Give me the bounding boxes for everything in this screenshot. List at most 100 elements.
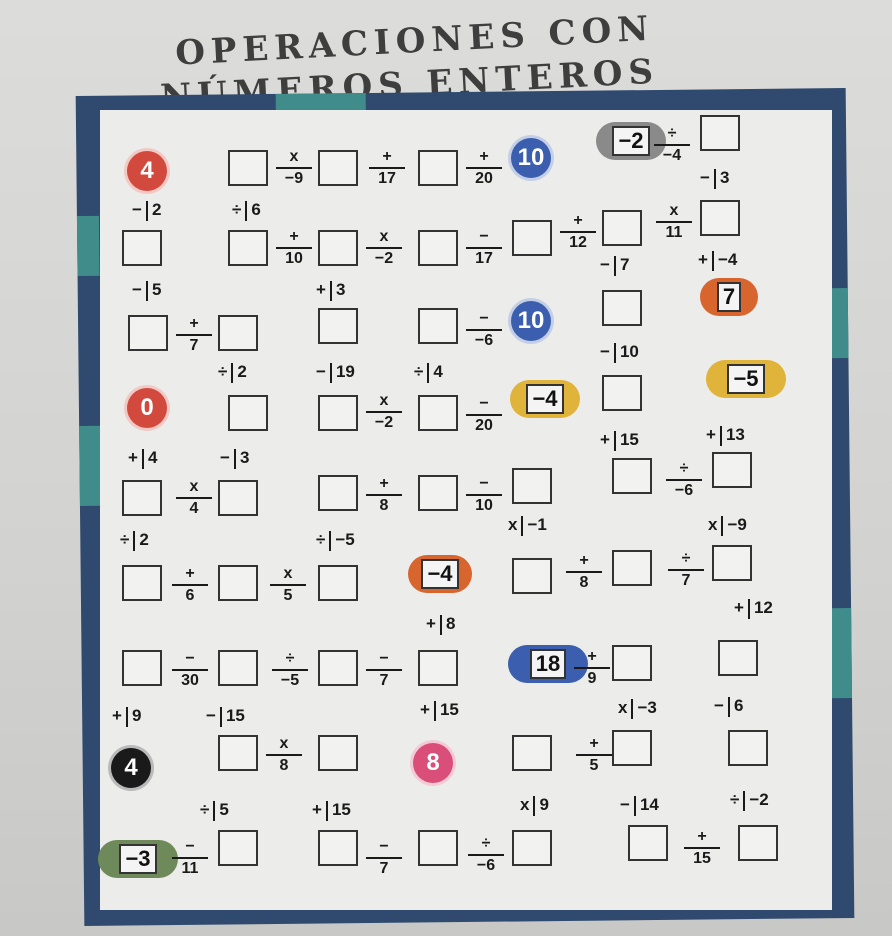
answer-box[interactable] — [228, 150, 268, 186]
operation-number: 11 — [665, 224, 683, 241]
operation-label: ÷−2 — [730, 790, 769, 811]
arrow-icon — [329, 280, 332, 301]
answer-box[interactable] — [318, 830, 358, 866]
answer-box[interactable] — [418, 230, 458, 266]
arrow-icon — [329, 362, 332, 383]
operation-number: 17 — [378, 170, 396, 187]
answer-box[interactable] — [318, 475, 358, 511]
answer-box[interactable] — [318, 735, 358, 771]
answer-box[interactable] — [628, 825, 668, 861]
answer-box[interactable] — [418, 308, 458, 344]
answer-box[interactable] — [218, 830, 258, 866]
operation-symbol: + — [479, 148, 489, 165]
answer-box[interactable] — [318, 395, 358, 431]
operation-number: 2 — [139, 530, 149, 549]
number-badge: −2 — [596, 122, 666, 160]
operation-label: +10 — [272, 228, 316, 268]
operation-number: 17 — [475, 250, 493, 267]
answer-box[interactable] — [612, 458, 652, 494]
answer-box[interactable] — [512, 735, 552, 771]
arrow-line — [468, 854, 504, 856]
number-badge: −5 — [706, 360, 786, 398]
operation-number: 5 — [219, 800, 229, 819]
answer-box[interactable] — [122, 565, 162, 601]
answer-box[interactable] — [512, 558, 552, 594]
answer-box[interactable] — [228, 230, 268, 266]
operation-label: ÷−5 — [268, 650, 312, 690]
answer-box[interactable] — [218, 480, 258, 516]
arrow-icon — [133, 530, 136, 551]
operation-label: ÷−4 — [650, 125, 694, 165]
answer-box[interactable] — [700, 115, 740, 151]
answer-box[interactable] — [612, 550, 652, 586]
operation-symbol: − — [479, 310, 489, 327]
number-circle: 10 — [508, 298, 554, 344]
operation-number: 2 — [237, 362, 247, 381]
operation-number: 14 — [639, 795, 659, 814]
answer-box[interactable] — [228, 395, 268, 431]
operation-symbol: + — [579, 552, 589, 569]
arrow-line — [176, 334, 212, 336]
operation-number: 9 — [587, 670, 597, 687]
operation-label: −14 — [620, 795, 659, 816]
number-badge: −4 — [408, 555, 472, 593]
answer-box[interactable] — [602, 210, 642, 246]
answer-box[interactable] — [512, 468, 552, 504]
answer-box[interactable] — [418, 395, 458, 431]
operation-number: 6 — [251, 200, 261, 219]
operation-symbol: x — [379, 392, 389, 409]
answer-box[interactable] — [512, 220, 552, 256]
operation-symbol: + — [382, 148, 392, 165]
answer-box[interactable] — [602, 290, 642, 326]
answer-box[interactable] — [218, 735, 258, 771]
answer-box[interactable] — [712, 452, 752, 488]
answer-box[interactable] — [700, 200, 740, 236]
answer-box[interactable] — [122, 230, 162, 266]
arrow-icon — [727, 696, 730, 717]
operation-symbol: + — [185, 565, 195, 582]
answer-box[interactable] — [218, 565, 258, 601]
operation-number: −3 — [637, 698, 657, 717]
number-circle: 8 — [410, 740, 456, 786]
operation-symbol: ÷ — [667, 125, 677, 142]
operation-number: 6 — [733, 696, 744, 715]
operation-symbol: + — [128, 448, 138, 467]
answer-box[interactable] — [418, 150, 458, 186]
arrow-line — [272, 669, 308, 671]
answer-box[interactable] — [128, 315, 168, 351]
operation-label: ÷5 — [200, 800, 229, 821]
answer-box[interactable] — [738, 825, 778, 861]
operation-label: −10 — [600, 342, 639, 363]
answer-box[interactable] — [318, 308, 358, 344]
answer-box[interactable] — [318, 565, 358, 601]
answer-box[interactable] — [318, 650, 358, 686]
operation-symbol: x — [618, 698, 628, 717]
answer-box[interactable] — [418, 650, 458, 686]
answer-box[interactable] — [418, 475, 458, 511]
answer-box[interactable] — [612, 730, 652, 766]
operation-label: +6 — [168, 565, 212, 605]
answer-box[interactable] — [512, 830, 552, 866]
answer-box[interactable] — [612, 645, 652, 681]
answer-box[interactable] — [712, 545, 752, 581]
answer-box[interactable] — [122, 650, 162, 686]
operation-symbol: − — [479, 475, 489, 492]
answer-box[interactable] — [218, 650, 258, 686]
answer-box[interactable] — [418, 830, 458, 866]
answer-box[interactable] — [602, 375, 642, 411]
answer-box[interactable] — [218, 315, 258, 351]
operation-symbol: + — [289, 228, 299, 245]
operation-symbol: − — [316, 362, 326, 381]
answer-box[interactable] — [122, 480, 162, 516]
answer-box[interactable] — [728, 730, 768, 766]
arrow-icon — [145, 280, 148, 301]
answer-box[interactable] — [318, 230, 358, 266]
operation-symbol: − — [700, 168, 710, 187]
operation-symbol: x — [708, 515, 718, 534]
number-badge: 7 — [700, 278, 758, 316]
answer-box[interactable] — [318, 150, 358, 186]
answer-box[interactable] — [718, 640, 758, 676]
